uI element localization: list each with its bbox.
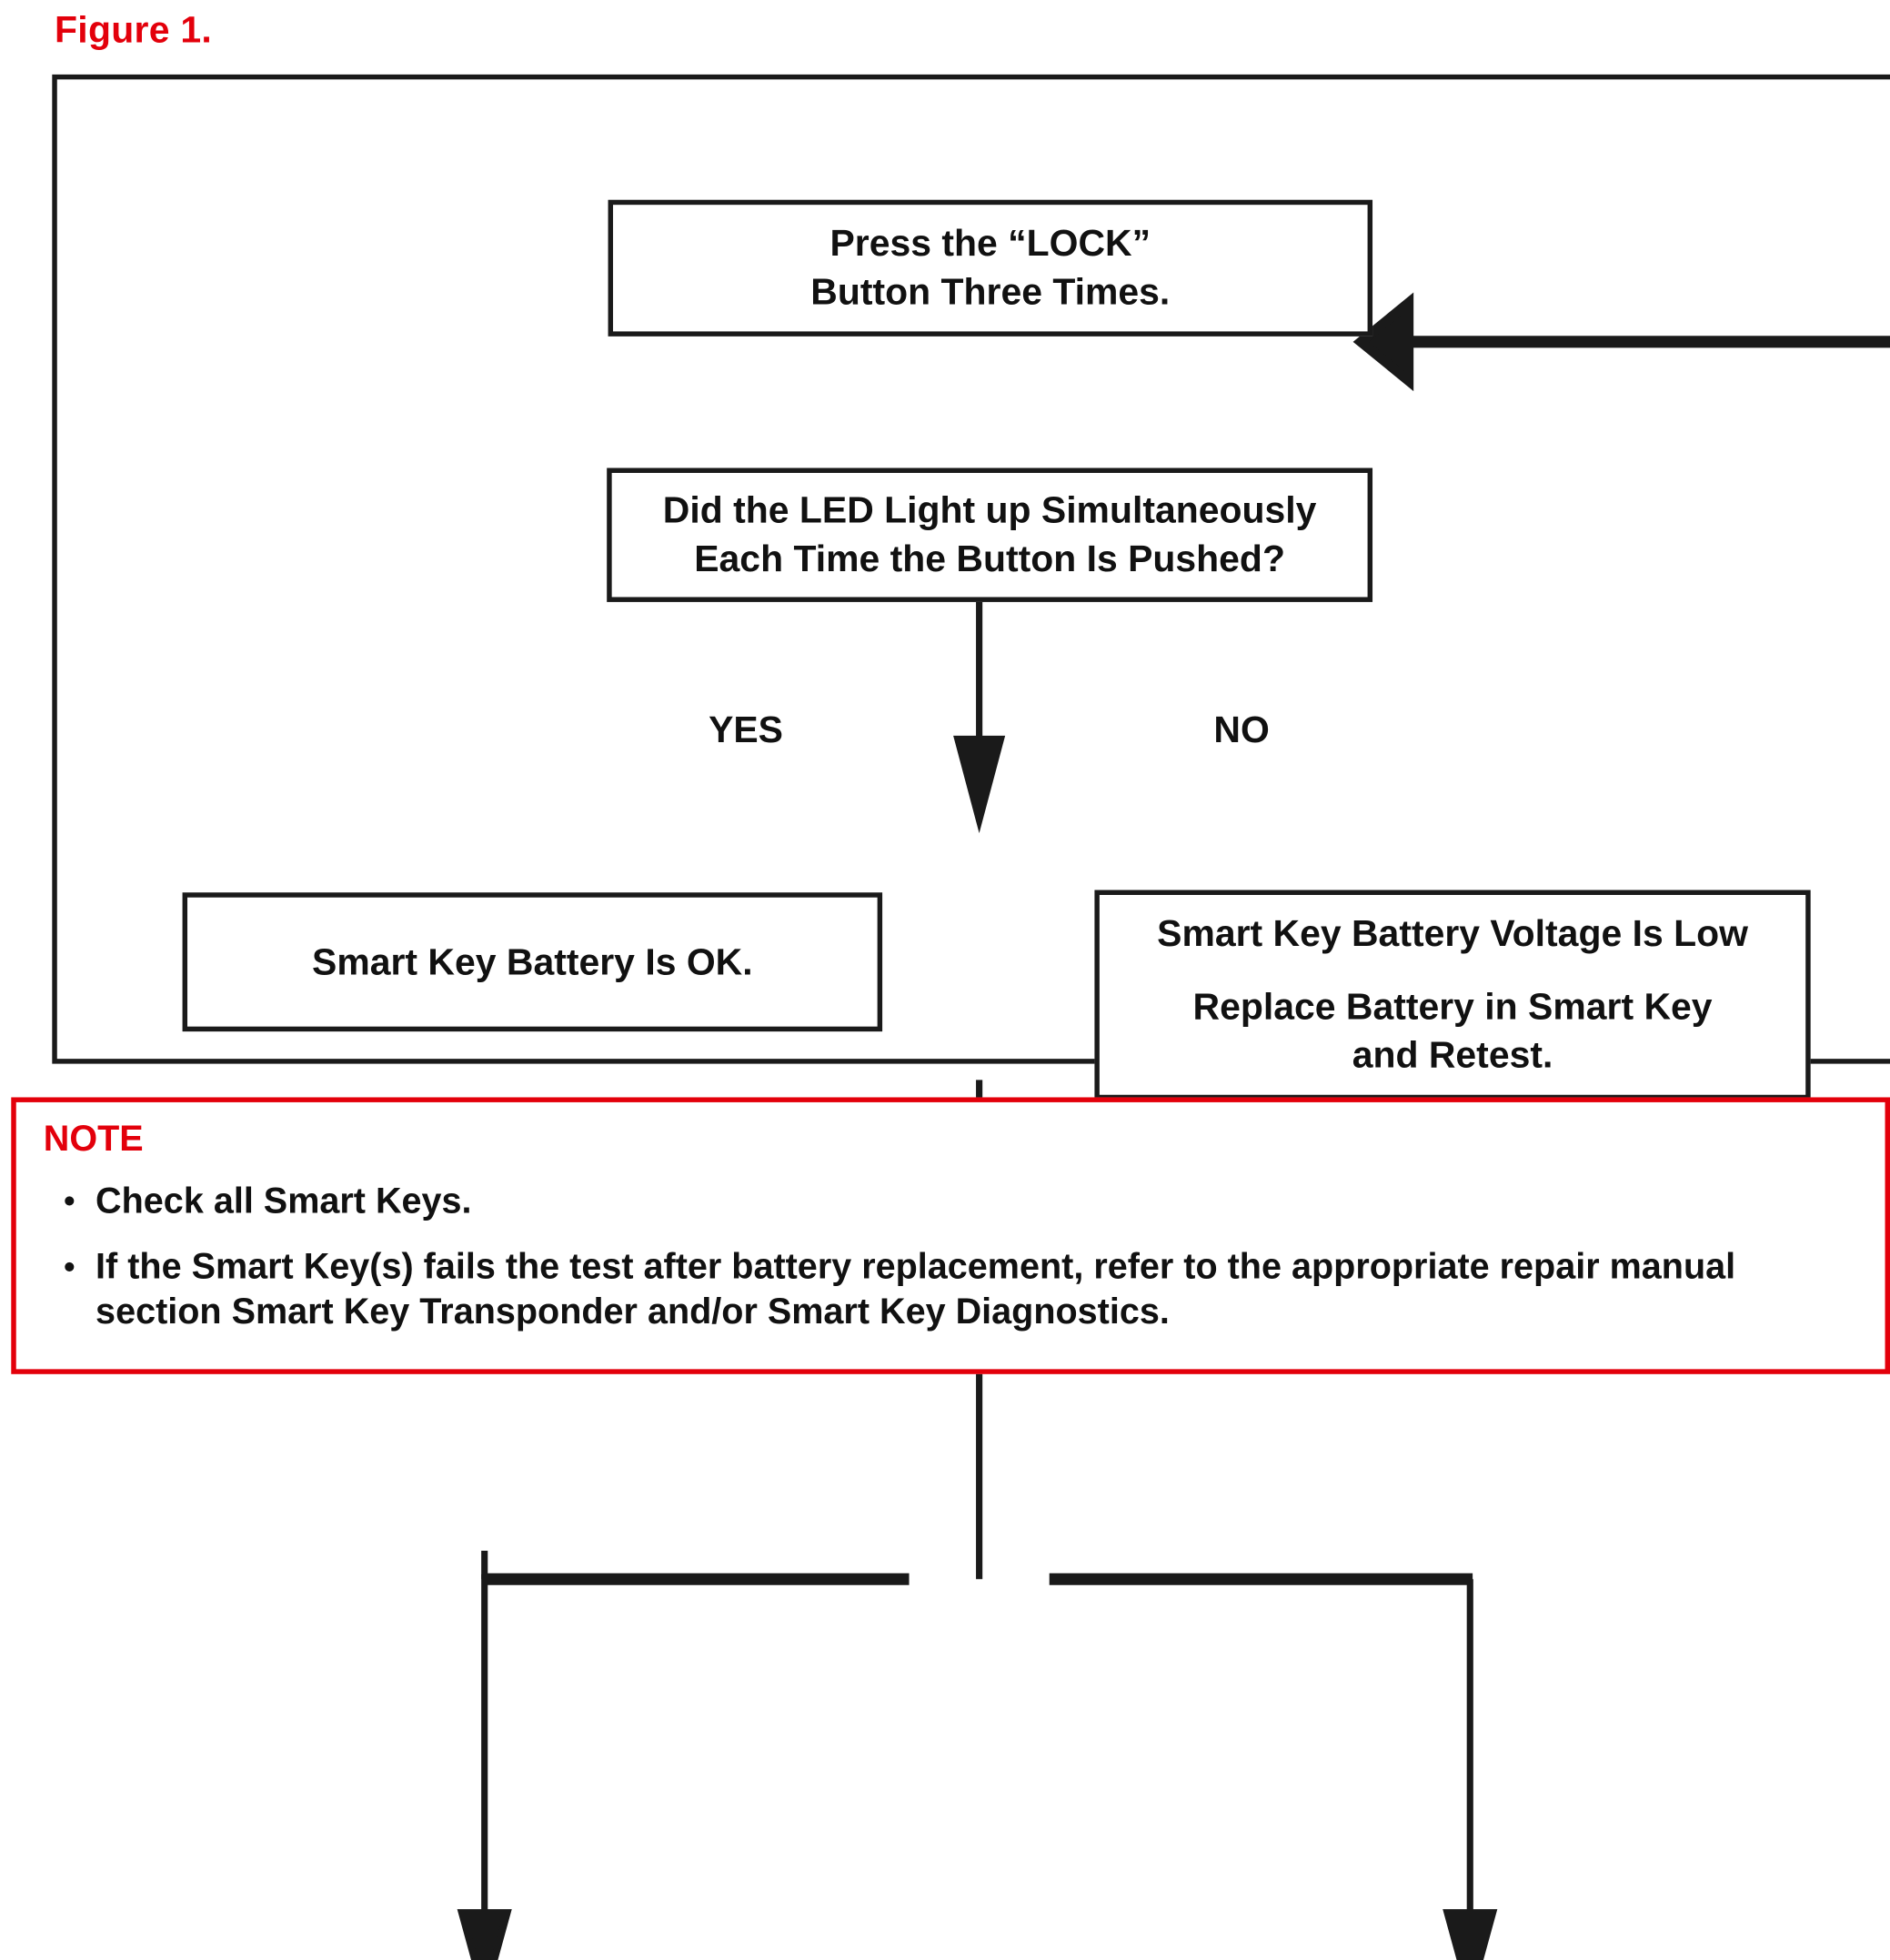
page-canvas: Figure 1. Press t <box>11 9 1890 1960</box>
battery-low-line-2: Replace Battery in Smart Key <box>1192 987 1713 1029</box>
flowchart-container: Press the “LOCK” Button Three Times. Did… <box>52 74 1890 1960</box>
note-title: NOTE <box>43 1120 144 1160</box>
arrowhead-yes <box>457 1909 512 1960</box>
flow-node-battery-low[interactable]: Smart Key Battery Voltage Is Low Replace… <box>1094 890 1811 1101</box>
note-list-item: • If the Smart Key(s) fails the test aft… <box>44 1247 1863 1335</box>
led-question-line-1: Did the LED Light up Simultaneously <box>662 490 1317 532</box>
note-list-item: • Check all Smart Keys. <box>44 1181 1863 1224</box>
flow-node-battery-ok[interactable]: Smart Key Battery Is OK. <box>182 892 883 1032</box>
flow-node-led-question[interactable]: Did the LED Light up Simultaneously Each… <box>607 467 1373 602</box>
figure-caption: Figure 1. <box>55 9 213 51</box>
bullet-icon: • <box>64 1248 75 1286</box>
note-item-text: If the Smart Key(s) fails the test after… <box>96 1248 1736 1332</box>
flow-node-press-lock[interactable]: Press the “LOCK” Button Three Times. <box>608 199 1373 337</box>
press-lock-line-1: Press the “LOCK” <box>829 223 1151 265</box>
battery-ok-line-1: Smart Key Battery Is OK. <box>312 941 753 983</box>
note-item-text: Check all Smart Keys. <box>96 1181 472 1221</box>
note-panel: NOTE • Check all Smart Keys. • If the Sm… <box>11 1097 1890 1374</box>
arrowhead-no <box>1443 1909 1498 1960</box>
bullet-icon: • <box>64 1181 75 1220</box>
press-lock-line-2: Button Three Times. <box>810 271 1171 313</box>
battery-low-line-1: Smart Key Battery Voltage Is Low <box>1157 913 1748 955</box>
battery-low-line-3: and Retest. <box>1352 1035 1553 1077</box>
branch-label-yes: YES <box>699 712 792 750</box>
led-question-line-2: Each Time the Button Is Pushed? <box>694 538 1285 580</box>
arrowhead-to-question <box>953 735 1006 834</box>
branch-label-no: NO <box>1204 712 1279 750</box>
